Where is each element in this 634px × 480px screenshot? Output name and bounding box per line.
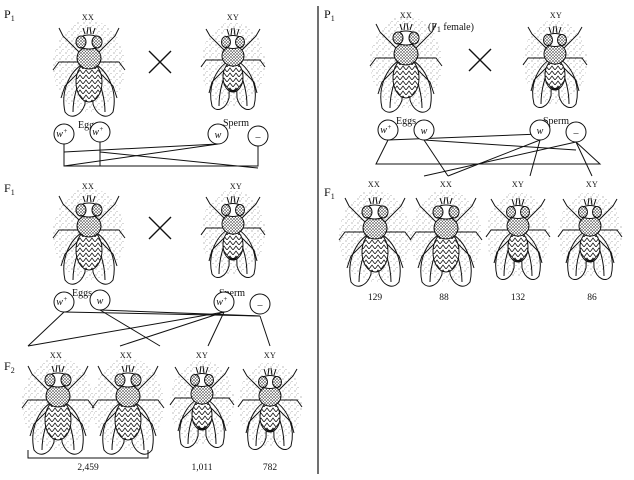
- sperm-label: Sperm: [219, 288, 245, 299]
- fly-male-white-eyed: [557, 191, 623, 280]
- svg-text:–: –: [257, 300, 264, 311]
- fly-male-red-eyed: [169, 359, 235, 448]
- chromosome-label: XX: [82, 182, 94, 191]
- offspring-count: 88: [439, 293, 449, 303]
- right-panel: P1 XX (F1 female) XY Eggs Sperm w+ w w: [324, 7, 623, 303]
- cross-line: [99, 151, 259, 169]
- chromosome-label: XX: [400, 11, 412, 20]
- chromosome-label: XY: [227, 13, 239, 22]
- gamete-w: w: [89, 289, 111, 311]
- cross-line: [63, 311, 261, 317]
- chromosome-label: XX: [368, 180, 380, 189]
- generation-label-f1: F1: [324, 185, 335, 201]
- cross-symbol: [468, 48, 492, 72]
- cross-line: [27, 311, 65, 347]
- svg-text:w+: w+: [380, 123, 392, 136]
- generation-label-p1: P1: [324, 7, 335, 23]
- cross-line: [575, 141, 593, 177]
- offspring-count: 1,011: [191, 463, 212, 473]
- eggs-label: Eggs: [72, 288, 92, 299]
- gamete-w-plus: w+: [377, 119, 399, 141]
- svg-text:w+: w+: [92, 125, 104, 138]
- svg-text:w: w: [421, 126, 428, 137]
- eggs-label: Eggs: [396, 116, 416, 127]
- cross-line: [423, 141, 577, 177]
- offspring-count: 2,459: [77, 463, 99, 473]
- svg-text:w: w: [537, 126, 544, 137]
- fly-male-white-eyed: [237, 361, 303, 450]
- chromosome-label: XX: [50, 351, 62, 360]
- cross-line: [207, 311, 225, 347]
- fly-male-red-eyed: [200, 189, 266, 278]
- count-bracket: [27, 450, 149, 459]
- fly-female-red-eyed: [21, 357, 95, 455]
- cross-line: [387, 133, 541, 141]
- offspring-count: 132: [511, 293, 526, 303]
- fly-female-red-eyed: [338, 189, 412, 287]
- gamete-w-plus: w+: [89, 121, 111, 143]
- svg-text:–: –: [573, 128, 580, 139]
- chromosome-label: XY: [196, 351, 208, 360]
- cross-line: [259, 315, 271, 347]
- female-note: (F1 female): [428, 22, 474, 34]
- cross-line: [63, 143, 219, 167]
- gamete-w: w: [529, 119, 551, 141]
- left-panel: P1 XX XY Eggs Sperm w+ w+ w – F1: [4, 7, 303, 473]
- svg-text:w: w: [215, 130, 222, 141]
- cross-line: [529, 139, 541, 177]
- svg-text:w+: w+: [56, 127, 68, 140]
- cross-line: [99, 309, 261, 317]
- fly-female-red-eyed: [91, 357, 165, 455]
- gamete-w: w: [413, 119, 435, 141]
- svg-text:w: w: [97, 296, 104, 307]
- gamete-w-plus: w+: [53, 123, 75, 145]
- fly-female-red-eyed: [52, 187, 126, 285]
- fly-female-white-eyed: [409, 189, 483, 287]
- gamete-w: w: [207, 123, 229, 145]
- generation-label-p1: P1: [4, 7, 15, 23]
- cross-line: [375, 139, 602, 165]
- gamete-y: –: [565, 121, 587, 143]
- cross-symbol: [148, 50, 172, 74]
- fly-male-red-eyed: [485, 191, 551, 280]
- svg-text:w+: w+: [216, 295, 228, 308]
- generation-label-f1: F1: [4, 181, 15, 197]
- gamete-w-plus: w+: [53, 291, 75, 313]
- generation-label-f2: F2: [4, 359, 15, 375]
- cross-line: [63, 143, 219, 153]
- cross-line: [27, 311, 225, 347]
- chromosome-label: XY: [264, 351, 276, 360]
- cross-symbol: [148, 216, 172, 240]
- eggs-label: Eggs: [78, 120, 98, 131]
- offspring-count: 86: [587, 293, 597, 303]
- chromosome-label: XY: [586, 180, 598, 189]
- chromosome-label: XY: [230, 182, 242, 191]
- chromosome-label: XY: [550, 11, 562, 20]
- cross-line: [423, 139, 449, 177]
- gamete-y: –: [247, 125, 269, 147]
- fly-male-white-eyed: [200, 21, 266, 110]
- offspring-count: 129: [368, 293, 383, 303]
- fly-female-red-eyed: [52, 19, 126, 117]
- fly-male-white-eyed: [522, 19, 588, 108]
- gamete-w-plus: w+: [213, 291, 235, 313]
- chromosome-label: XX: [440, 180, 452, 189]
- svg-text:w+: w+: [56, 295, 68, 308]
- cross-line: [447, 139, 541, 177]
- sperm-label: Sperm: [223, 118, 249, 129]
- chromosome-label: XX: [82, 13, 94, 22]
- offspring-count: 782: [263, 463, 278, 473]
- cross-line: [63, 144, 259, 167]
- cross-line: [119, 311, 225, 347]
- svg-text:–: –: [255, 132, 262, 143]
- chromosome-label: XY: [512, 180, 524, 189]
- sperm-label: Sperm: [543, 116, 569, 127]
- gamete-y: –: [249, 293, 271, 315]
- chromosome-label: XX: [120, 351, 132, 360]
- cross-line: [423, 139, 577, 151]
